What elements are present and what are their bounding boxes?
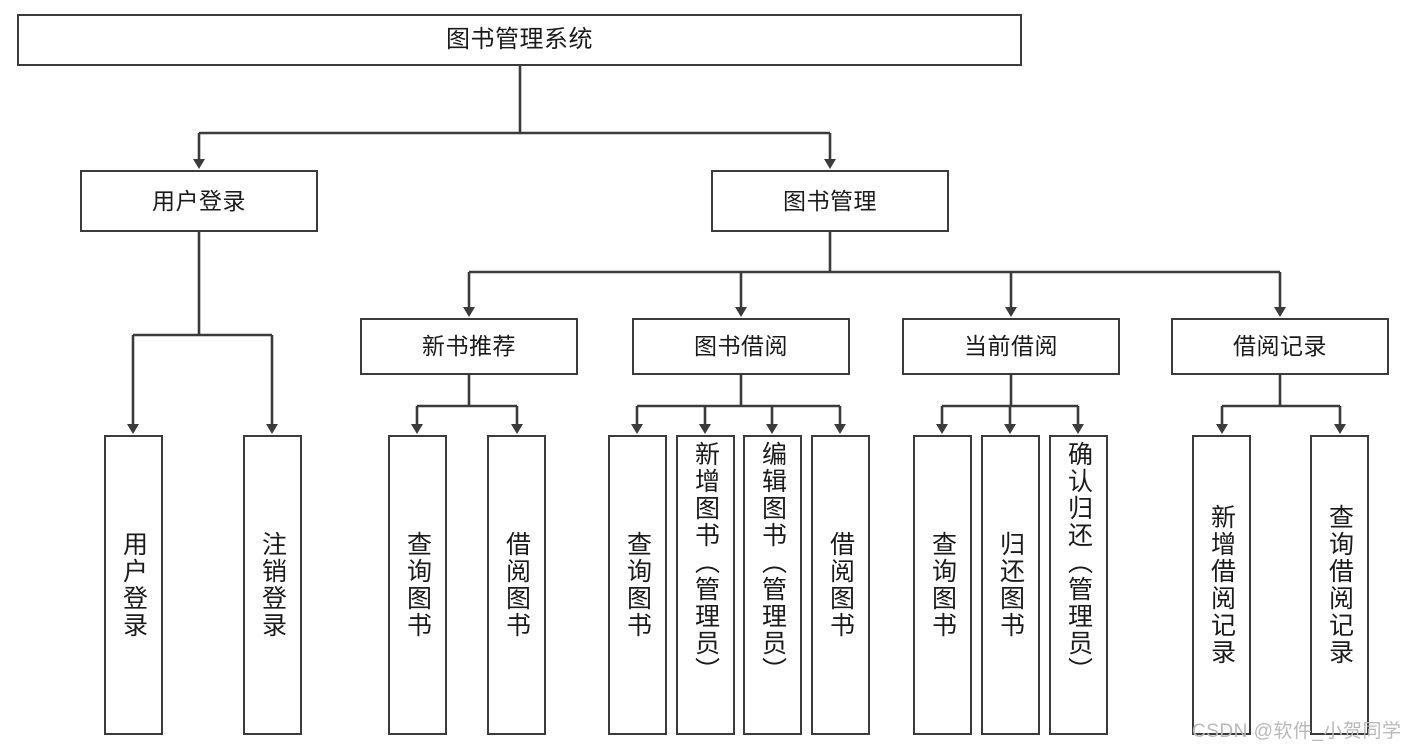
node-label: 借阅图书 (826, 531, 855, 639)
node-label: 查询借阅记录 (1325, 504, 1354, 666)
node-book-borrow[interactable]: 图书借阅 (632, 318, 850, 375)
node-label: 当前借阅 (964, 333, 1058, 360)
node-label: 新书推荐 (422, 333, 516, 360)
leaf-add-book-admin[interactable]: 新增图书（管理员） (676, 435, 735, 735)
node-label: 查询图书 (403, 531, 432, 639)
leaf-logout[interactable]: 注销登录 (243, 435, 302, 735)
node-label: 新增借阅记录 (1207, 504, 1236, 666)
node-label: 编辑图书（管理员） (758, 441, 787, 684)
node-label: 用户登录 (152, 187, 246, 214)
leaf-user-login[interactable]: 用户登录 (104, 435, 163, 735)
leaf-borrow-book-recommend[interactable]: 借阅图书 (487, 435, 546, 735)
node-user-login[interactable]: 用户登录 (80, 170, 318, 232)
leaf-return-book[interactable]: 归还图书 (981, 435, 1040, 735)
csdn-watermark: CSDN @软件_小贺同学 (1192, 721, 1402, 742)
node-label: 图书管理系统 (446, 26, 593, 54)
node-label: 查询图书 (623, 531, 652, 639)
node-label: 图书管理 (783, 187, 877, 214)
node-label: 归还图书 (996, 531, 1025, 639)
leaf-query-borrow-record[interactable]: 查询借阅记录 (1310, 435, 1369, 735)
leaf-edit-book-admin[interactable]: 编辑图书（管理员） (743, 435, 802, 735)
leaf-borrow-book[interactable]: 借阅图书 (811, 435, 870, 735)
node-book-management[interactable]: 图书管理 (711, 170, 949, 232)
leaf-add-borrow-record[interactable]: 新增借阅记录 (1192, 435, 1251, 735)
node-label: 新增图书（管理员） (691, 441, 720, 684)
node-root-system[interactable]: 图书管理系统 (17, 14, 1022, 66)
node-label: 借阅图书 (502, 531, 531, 639)
leaf-query-book-borrow[interactable]: 查询图书 (608, 435, 667, 735)
node-label: 用户登录 (119, 531, 148, 639)
node-label: 查询图书 (928, 531, 957, 639)
leaf-confirm-return-admin[interactable]: 确认归还（管理员） (1049, 435, 1108, 735)
node-new-book-recommend[interactable]: 新书推荐 (360, 318, 578, 375)
node-label: 借阅记录 (1233, 333, 1327, 360)
node-borrow-record[interactable]: 借阅记录 (1171, 318, 1389, 375)
node-label: 图书借阅 (694, 333, 788, 360)
node-label: 注销登录 (258, 531, 287, 639)
node-label: 确认归还（管理员） (1064, 441, 1093, 684)
node-current-borrow[interactable]: 当前借阅 (902, 318, 1120, 375)
leaf-query-book-recommend[interactable]: 查询图书 (388, 435, 447, 735)
leaf-query-book-current[interactable]: 查询图书 (913, 435, 972, 735)
